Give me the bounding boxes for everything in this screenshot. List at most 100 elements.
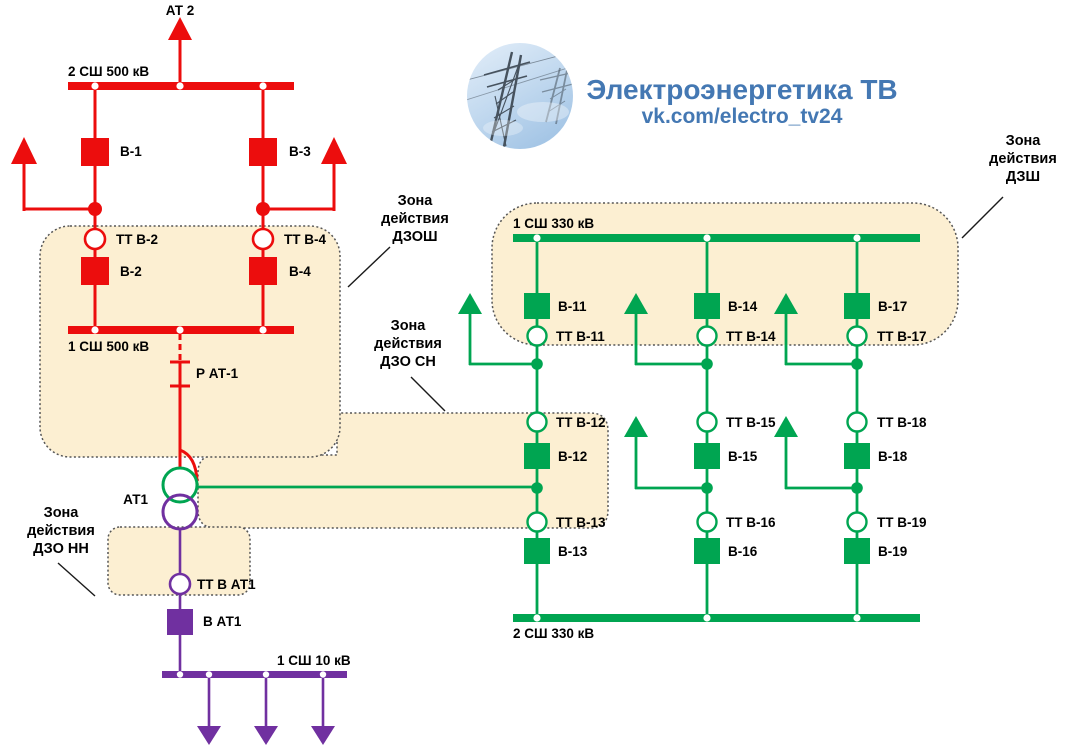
bus-node: [533, 614, 541, 622]
zone-label-dzsh: Зона действия ДЗШ: [989, 133, 1057, 185]
bus-node: [176, 671, 184, 678]
ct-b18-symbol: [846, 411, 868, 433]
transformer-at1-mv-winding: [161, 466, 199, 504]
bus-node: [703, 234, 711, 242]
label-breaker-b12: В-12: [558, 449, 588, 464]
logo-title: Электроэнергетика ТВ: [586, 74, 898, 105]
label-ct-b16: ТТ В-16: [726, 515, 776, 530]
load-arrow: [254, 726, 278, 745]
breaker-b4-symbol: [249, 257, 277, 285]
transformer-at1-lv-winding: [161, 493, 199, 531]
bus-node: [853, 614, 861, 622]
label-ct-b11: ТТ В-11: [556, 329, 605, 344]
label-breaker-b14: В-14: [728, 299, 758, 314]
ct-b16-symbol: [696, 511, 718, 533]
label-ct-b18: ТТ В-18: [877, 415, 927, 430]
callout-line-dzo-sn: [410, 376, 446, 412]
label-ct-b14: ТТ В-14: [726, 329, 776, 344]
logo-image: [467, 43, 573, 149]
label-ct-b19: ТТ В-19: [877, 515, 927, 530]
bus-node: [91, 82, 99, 90]
label-ct-b2: ТТ В-2: [116, 232, 158, 247]
bus-node: [205, 671, 213, 678]
label-bus-1-10kv: 1 СШ 10 кВ: [277, 653, 351, 668]
label-breaker-b1: В-1: [120, 144, 142, 159]
ct-b14-symbol: [696, 325, 718, 347]
junction-dot: [851, 482, 863, 494]
at2-feeder-arrow: [168, 17, 192, 40]
zone-label-dzo-nn: Зона действия ДЗО НН: [27, 505, 95, 557]
label-breaker-b13: В-13: [558, 544, 588, 559]
callout-line-dzsh: [961, 196, 1004, 239]
bus-node: [319, 671, 327, 678]
zone-dzo-sn: [197, 412, 609, 529]
bus-node: [259, 326, 267, 334]
label-breaker-b11: В-11: [558, 299, 587, 314]
bus-node: [262, 671, 270, 678]
label-ct-b13: ТТ В-13: [556, 515, 606, 530]
breaker-b3-symbol: [249, 138, 277, 166]
line-exit-arrow: [624, 293, 648, 314]
ct-b17-symbol: [846, 325, 868, 347]
line-exit-arrow-right: [321, 137, 347, 164]
bus-2-330kv: [513, 614, 920, 622]
ct-b4-symbol: [251, 227, 275, 251]
breaker-b17-symbol: [844, 293, 870, 319]
label-breaker-b17: В-17: [878, 299, 908, 314]
breaker-b12-symbol: [524, 443, 550, 469]
breaker-b14-symbol: [694, 293, 720, 319]
ct-at1-symbol: [168, 572, 192, 596]
label-ct-b15: ТТ В-15: [726, 415, 776, 430]
junction-dot: [88, 202, 102, 216]
label-ct-b12: ТТ В-12: [556, 415, 606, 430]
load-arrow: [311, 726, 335, 745]
bus-node: [259, 82, 267, 90]
breaker-at1-symbol: [167, 609, 193, 635]
label-breaker-b2: В-2: [120, 264, 142, 279]
junction-dot: [531, 482, 543, 494]
label-bus-1-500kv: 1 СШ 500 кВ: [68, 339, 150, 354]
zone-label-dzo-sn: Зона действия ДЗО СН: [374, 318, 442, 370]
bus-node: [176, 82, 184, 90]
breaker-b2-symbol: [81, 257, 109, 285]
breaker-b13-symbol: [524, 538, 550, 564]
bus-1-330kv: [513, 234, 920, 242]
breaker-b1-symbol: [81, 138, 109, 166]
breaker-b19-symbol: [844, 538, 870, 564]
bus-node: [533, 234, 541, 242]
line-exit-arrow: [458, 293, 482, 314]
breaker-b18-symbol: [844, 443, 870, 469]
label-breaker-b16: В-16: [728, 544, 758, 559]
label-breaker-b4: В-4: [289, 264, 311, 279]
junction-dot: [851, 358, 863, 370]
junction-dot: [531, 358, 543, 370]
ct-b2-symbol: [83, 227, 107, 251]
label-ct-b17: ТТ В-17: [877, 329, 927, 344]
callout-line-dzo-nn: [57, 562, 96, 597]
label-breaker-b15: В-15: [728, 449, 758, 464]
label-disconnector-rat1: Р АТ-1: [196, 366, 239, 381]
label-ct-b4: ТТ В-4: [284, 232, 326, 247]
line-exit-arrow-left: [11, 137, 37, 164]
bus-node: [853, 234, 861, 242]
label-breaker-b18: В-18: [878, 449, 908, 464]
label-breaker-at1: В АТ1: [203, 614, 242, 629]
logo-subtitle: vk.com/electro_tv24: [641, 105, 843, 128]
bus-node: [176, 326, 184, 334]
label-breaker-b19: В-19: [878, 544, 908, 559]
bus-node: [91, 326, 99, 334]
line-exit-arrow: [624, 416, 648, 437]
ct-b12-symbol: [526, 411, 548, 433]
line-exit-arrow: [774, 293, 798, 314]
zone-label-dzosh: Зона действия ДЗОШ: [381, 193, 449, 245]
label-breaker-b3: В-3: [289, 144, 311, 159]
ct-b13-symbol: [526, 511, 548, 533]
ct-b15-symbol: [696, 411, 718, 433]
label-bus-2-500kv: 2 СШ 500 кВ: [68, 64, 150, 79]
junction-dot: [701, 358, 713, 370]
ct-b11-symbol: [526, 325, 548, 347]
breaker-b15-symbol: [694, 443, 720, 469]
bus-1-10kv: [162, 671, 347, 678]
